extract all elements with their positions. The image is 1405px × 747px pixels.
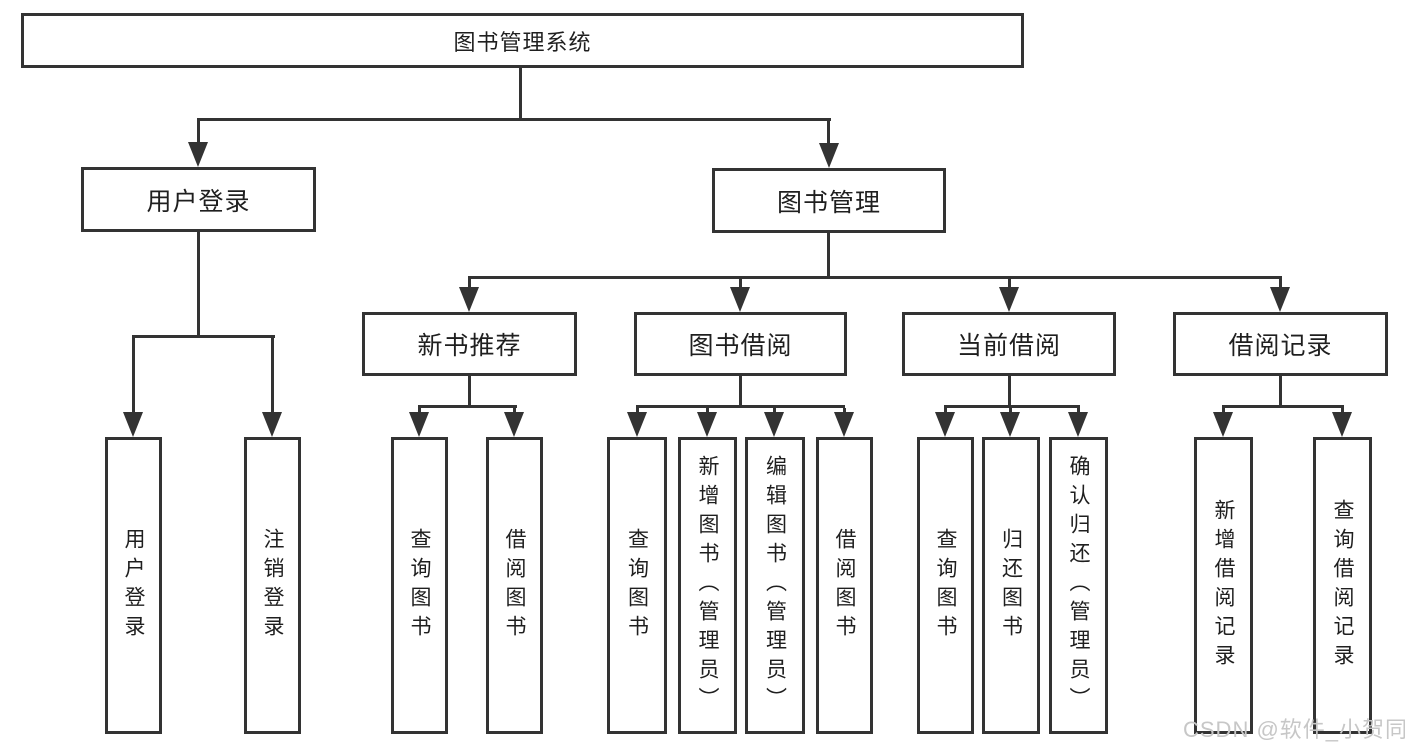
arrow-down-icon [459, 287, 479, 312]
arrow-down-icon [1068, 412, 1088, 437]
node-label: 新增图书（管理员） [696, 455, 719, 716]
leaf-return-books: 归还图书 [982, 437, 1040, 734]
arrow-down-icon [409, 412, 429, 437]
arrow-down-icon [504, 412, 524, 437]
arrow-down-icon [123, 412, 143, 437]
leaf-logout: 注销登录 [244, 437, 301, 734]
arrow-down-icon [188, 142, 208, 167]
connector-line [468, 279, 471, 292]
arrow-down-icon [1332, 412, 1352, 437]
arrow-down-icon [1270, 287, 1290, 312]
node-label: 确认归还（管理员） [1067, 455, 1090, 716]
arrow-down-icon [697, 412, 717, 437]
node-new-book-recommend: 新书推荐 [362, 312, 577, 376]
connector-line [1008, 279, 1011, 292]
connector-line [1279, 376, 1282, 405]
connector-line [271, 338, 274, 417]
node-label: 查询图书 [408, 527, 431, 644]
arrow-down-icon [1213, 412, 1233, 437]
leaf-query-books-recommend: 查询图书 [391, 437, 448, 734]
leaf-query-books-borrowing: 查询图书 [607, 437, 667, 734]
connector-line [197, 232, 200, 335]
connector-line [519, 68, 522, 118]
leaf-borrow-books-recommend: 借阅图书 [486, 437, 543, 734]
node-label: 用户登录 [146, 187, 251, 216]
node-current-borrowing: 当前借阅 [902, 312, 1116, 376]
arrow-down-icon [1000, 412, 1020, 437]
node-label: 借阅记录 [1228, 332, 1333, 360]
node-label: 图书管理 [776, 188, 881, 217]
arrow-down-icon [262, 412, 282, 437]
connector-line [636, 405, 845, 408]
node-book-management: 图书管理 [712, 168, 946, 233]
leaf-query-books-current: 查询图书 [917, 437, 974, 734]
node-label: 查询借阅记录 [1331, 498, 1354, 673]
node-label: 归还图书 [999, 527, 1023, 644]
node-label: 注销登录 [261, 527, 284, 644]
connector-line [1008, 376, 1011, 405]
leaf-borrow-books: 借阅图书 [816, 437, 873, 734]
arrow-down-icon [764, 412, 784, 437]
node-label: 借阅图书 [503, 527, 526, 644]
arrow-down-icon [999, 287, 1019, 312]
connector-line [1222, 405, 1344, 408]
connector-line [197, 121, 200, 147]
node-label: 新书推荐 [417, 332, 522, 360]
connector-line [827, 233, 830, 276]
node-label: 当前借阅 [956, 332, 1061, 360]
leaf-add-borrow-record: 新增借阅记录 [1194, 437, 1253, 734]
connector-line [827, 121, 830, 148]
arrow-down-icon [834, 412, 854, 437]
leaf-query-borrow-record: 查询借阅记录 [1313, 437, 1372, 734]
node-label: 借阅图书 [833, 527, 856, 644]
node-label: 用户登录 [122, 527, 145, 644]
node-library-management-system: 图书管理系统 [21, 13, 1024, 68]
connector-line [418, 405, 517, 408]
leaf-confirm-return-admin: 确认归还（管理员） [1049, 437, 1108, 734]
connector-line [468, 276, 1282, 279]
node-borrowing-records: 借阅记录 [1173, 312, 1388, 376]
connector-line [739, 376, 742, 405]
leaf-add-books-admin: 新增图书（管理员） [678, 437, 737, 734]
leaf-edit-books-admin: 编辑图书（管理员） [745, 437, 805, 734]
arrow-down-icon [819, 143, 839, 168]
csdn-watermark: CSDN @软件_小贺同学 [1183, 717, 1405, 742]
leaf-user-login: 用户登录 [105, 437, 162, 734]
node-label: 新增借阅记录 [1212, 498, 1235, 673]
connector-line [944, 405, 1080, 408]
connector-line [197, 118, 831, 121]
connector-line [1279, 279, 1282, 292]
node-user-login: 用户登录 [81, 167, 316, 232]
node-label: 编辑图书（管理员） [763, 455, 787, 716]
connector-line [468, 376, 471, 405]
node-label: 图书借阅 [688, 332, 793, 360]
connector-line [739, 279, 742, 292]
node-label: 图书管理系统 [453, 29, 592, 55]
node-book-borrowing: 图书借阅 [634, 312, 847, 376]
connector-line [132, 338, 135, 417]
node-label: 查询图书 [625, 527, 649, 644]
arrow-down-icon [935, 412, 955, 437]
arrow-down-icon [627, 412, 647, 437]
connector-line [132, 335, 275, 338]
arrow-down-icon [730, 287, 750, 312]
node-label: 查询图书 [934, 527, 957, 644]
